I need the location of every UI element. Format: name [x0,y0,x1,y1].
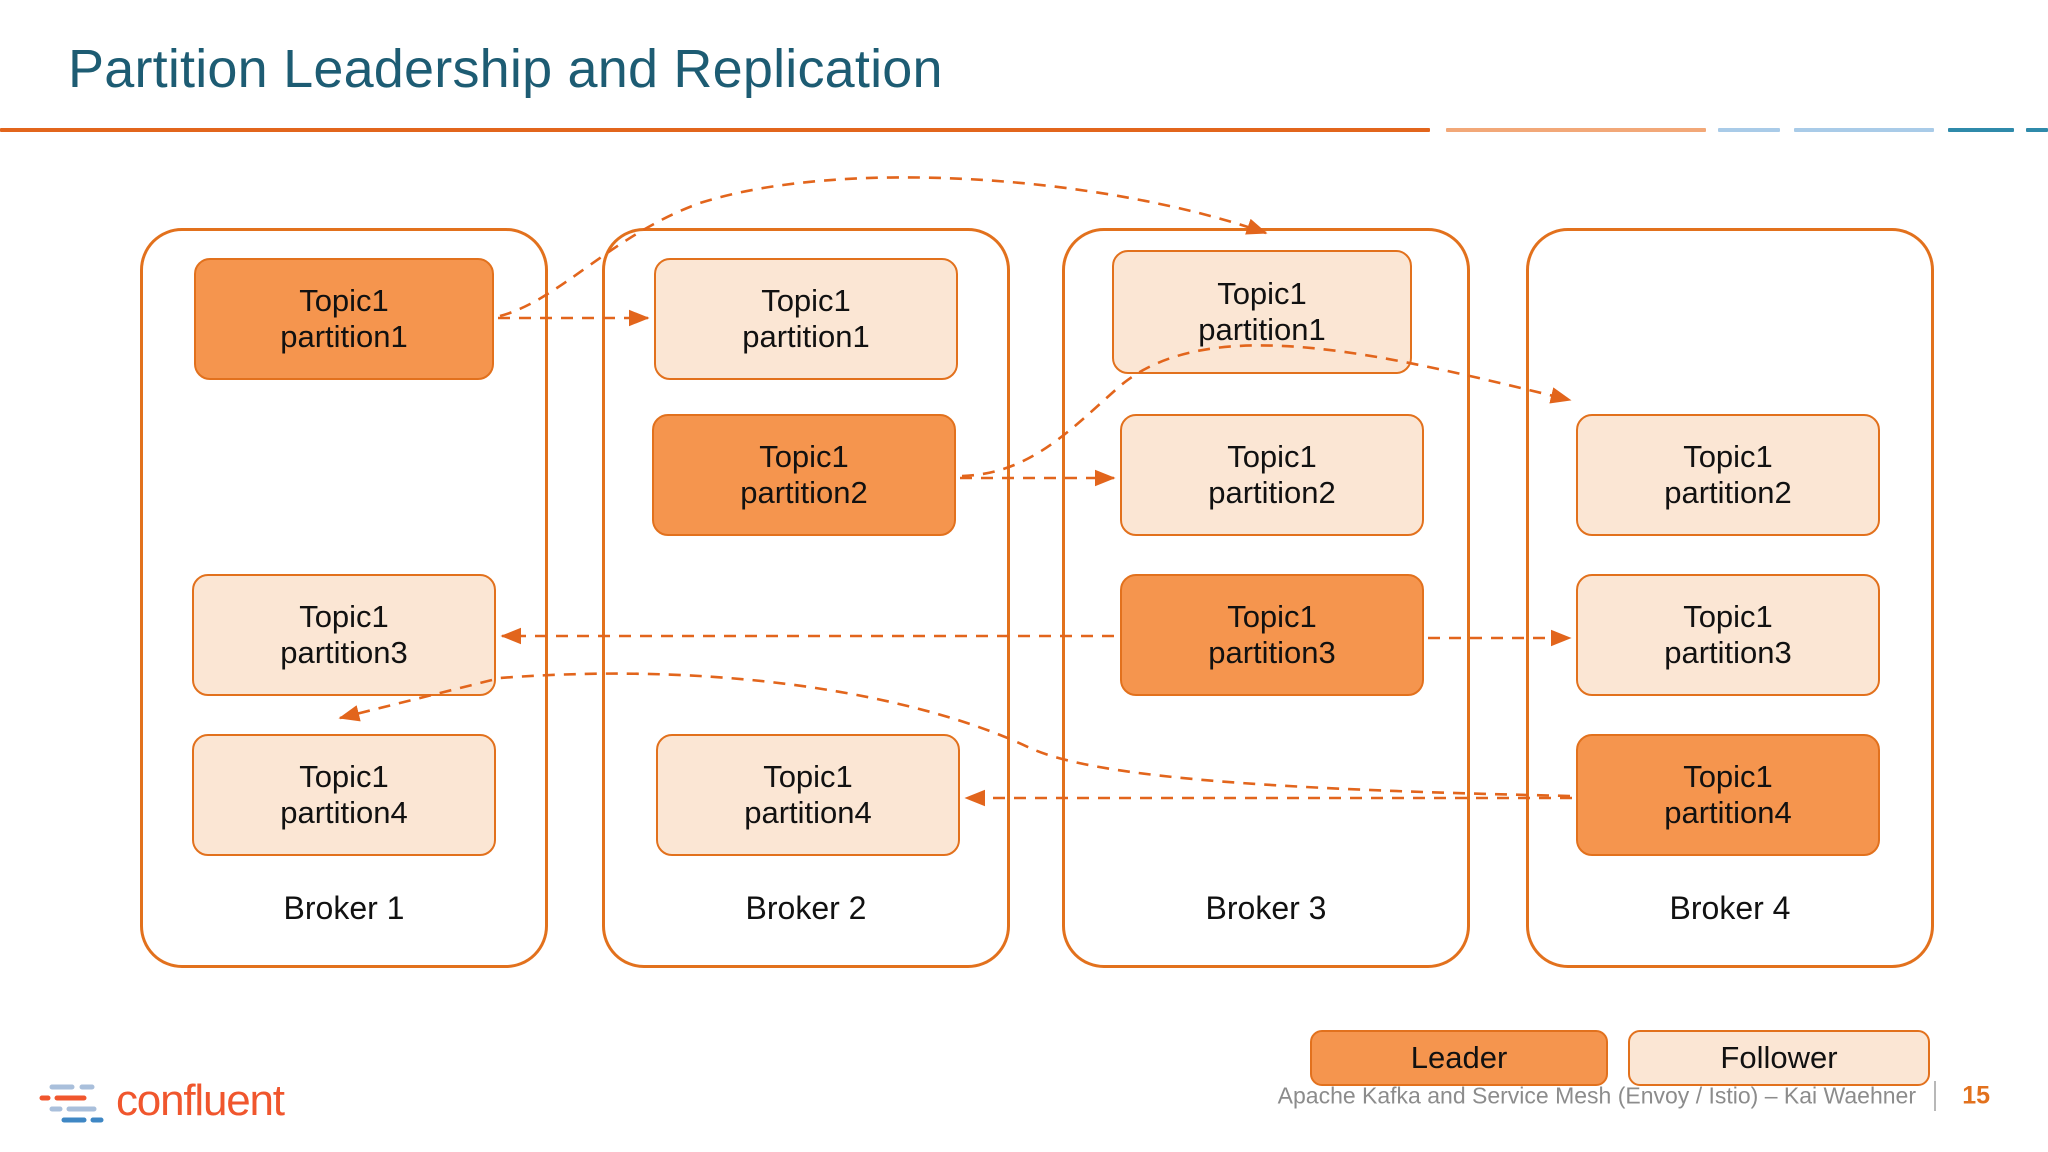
rule-segment-6 [2026,128,2048,132]
footer-caption: Apache Kafka and Service Mesh (Envoy / I… [1277,1082,1916,1109]
broker-label-broker-3: Broker 3 [1205,890,1327,926]
partition-name-label: partition1 [280,319,408,354]
legend-leader-chip[interactable]: Leader [1310,1030,1608,1086]
legend-leader-label: Leader [1410,1040,1508,1075]
legend-follower-label: Follower [1720,1040,1838,1075]
page-number: 15 [1962,1081,1990,1110]
partition-name-label: partition1 [742,319,870,354]
partition-topic-label: Topic1 [299,758,389,794]
legend-follower-chip[interactable]: Follower [1628,1030,1930,1086]
confluent-wordmark: confluent [116,1076,285,1125]
partition-topic-label: Topic1 [1227,598,1317,634]
partition-topic-label: Topic1 [1683,758,1773,794]
broker-label-broker-2: Broker 2 [745,890,867,926]
partition-topic-label: Topic1 [1217,275,1307,311]
partition-topic-label: Topic1 [299,282,389,318]
broker-label-broker-1: Broker 1 [283,890,405,926]
partition-topic-label: Topic1 [1227,438,1317,474]
partition-name-label: partition2 [1664,475,1792,510]
rule-segment-1 [0,128,1430,132]
partition-name-label: partition3 [280,635,408,670]
partition-name-label: partition1 [1198,312,1326,347]
footer-divider [1934,1081,1936,1111]
rule-segment-4 [1794,128,1934,132]
partition-topic-label: Topic1 [1683,438,1773,474]
partition-name-label: partition2 [740,475,868,510]
rule-segment-5 [1948,128,2014,132]
confluent-logo: confluent [38,1076,338,1136]
partition-name-label: partition4 [1664,795,1792,830]
confluent-mark-icon [39,1084,104,1123]
partition-name-label: partition2 [1208,475,1336,510]
rule-segment-2 [1446,128,1706,132]
partition-topic-label: Topic1 [759,438,849,474]
partition-name-label: partition3 [1664,635,1792,670]
partition-name-label: partition4 [280,795,408,830]
partition-topic-label: Topic1 [299,598,389,634]
rule-segment-3 [1718,128,1780,132]
partition-topic-label: Topic1 [763,758,853,794]
page-title: Partition Leadership and Replication [68,39,943,99]
broker-label-broker-4: Broker 4 [1669,890,1791,926]
partition-name-label: partition3 [1208,635,1336,670]
partition-topic-label: Topic1 [761,282,851,318]
partition-name-label: partition4 [744,795,872,830]
partition-topic-label: Topic1 [1683,598,1773,634]
